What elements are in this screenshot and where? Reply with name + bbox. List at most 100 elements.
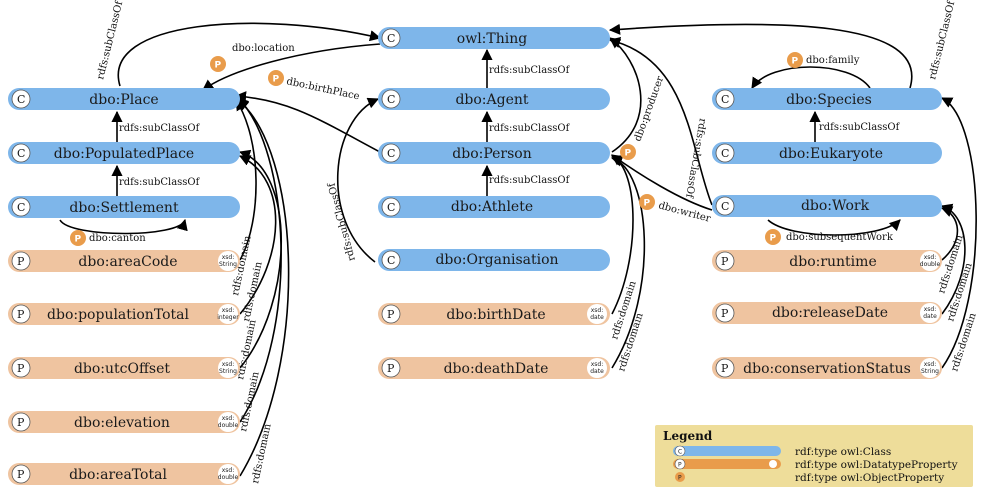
svg-text:dbo:Agent: dbo:Agent — [455, 92, 528, 108]
svg-text:xsd:: xsd: — [222, 467, 235, 474]
class-node-agent[interactable]: C dbo:Agent — [378, 88, 610, 110]
svg-text:P: P — [625, 149, 632, 159]
property-icon — [11, 412, 31, 432]
svg-text:dbo:location: dbo:location — [232, 43, 295, 54]
class-node-eukaryote[interactable]: C dbo:Eukaryote — [712, 142, 942, 164]
svg-text:C: C — [17, 93, 25, 106]
svg-text:P: P — [721, 255, 729, 268]
svg-text:dbo:deathDate: dbo:deathDate — [444, 361, 549, 377]
svg-text:dbo:elevation: dbo:elevation — [74, 415, 170, 431]
class-node-organisation[interactable]: C dbo:Organisation — [378, 249, 610, 271]
property-icon — [11, 251, 31, 271]
svg-text:dbo:Eukaryote: dbo:Eukaryote — [779, 146, 883, 162]
object-property-icon — [787, 52, 803, 68]
class-icon — [674, 445, 686, 457]
datatype-node-conservation-status[interactable]: P dbo:conservationStatus xsd: String — [712, 357, 942, 379]
svg-text:xsd:: xsd: — [591, 307, 604, 314]
edge-domain-populationtotal — [238, 155, 277, 315]
svg-text:date: date — [923, 313, 937, 320]
label-work-subclass: rdfs:subClassOf — [683, 117, 708, 199]
svg-text:P: P — [678, 475, 682, 482]
edge-domain-elevation — [237, 97, 282, 423]
svg-text:dbo:subsequentWork: dbo:subsequentWork — [786, 232, 894, 243]
svg-text:rdf:type owl:Class: rdf:type owl:Class — [795, 446, 891, 458]
class-node-thing[interactable]: C owl:Thing — [378, 27, 610, 49]
svg-text:dbo:Person: dbo:Person — [452, 146, 531, 162]
svg-text:P: P — [387, 308, 395, 321]
svg-text:date: date — [590, 368, 604, 375]
object-property-icon — [639, 194, 655, 210]
svg-text:P: P — [17, 308, 25, 321]
svg-text:xsd:: xsd: — [924, 306, 937, 313]
svg-text:dbo:PopulatedPlace: dbo:PopulatedPlace — [54, 146, 194, 162]
svg-text:dbo:areaCode: dbo:areaCode — [78, 254, 177, 270]
class-icon — [11, 89, 31, 109]
object-property-icon — [675, 472, 685, 482]
svg-text:P: P — [17, 255, 25, 268]
datatype-node-area-total[interactable]: P dbo:areaTotal xsd: double — [8, 463, 240, 485]
svg-text:date: date — [590, 314, 604, 321]
property-icon — [381, 358, 401, 378]
xsd-type-badge — [218, 464, 238, 484]
label-species-subclass: rdfs:subClassOf — [927, 0, 957, 81]
xsd-type-badge — [218, 412, 238, 432]
xsd-type-badge — [218, 358, 238, 378]
svg-text:dbo:Place: dbo:Place — [89, 92, 158, 108]
class-icon — [715, 196, 735, 216]
svg-text:dbo:runtime: dbo:runtime — [789, 254, 876, 270]
class-node-person[interactable]: C dbo:Person — [378, 142, 610, 164]
svg-text:dbo:producer: dbo:producer — [632, 75, 666, 143]
svg-text:rdf:type owl:DatatypeProperty: rdf:type owl:DatatypeProperty — [795, 459, 958, 471]
svg-text:rdf:type owl:ObjectProperty: rdf:type owl:ObjectProperty — [795, 472, 944, 484]
datatype-nodes: P dbo:areaCode xsd: String P dbo:populat… — [8, 250, 942, 485]
edge-canton — [59, 218, 188, 235]
edge-organisation-agent — [336, 97, 380, 263]
edge-domain-conservationstatus — [941, 97, 977, 369]
label-settlement-subclass: rdfs:subClassOf — [119, 177, 201, 188]
class-node-athlete[interactable]: C dbo:Athlete — [378, 196, 610, 218]
svg-text:double: double — [920, 261, 941, 268]
svg-text:C: C — [678, 449, 682, 456]
edge-place-thing — [117, 22, 382, 87]
svg-text:C: C — [721, 93, 729, 106]
legend-item-datatype: P rdf:type owl:DatatypeProperty — [673, 458, 958, 471]
svg-text:double: double — [218, 422, 239, 429]
svg-text:owl:Thing: owl:Thing — [457, 31, 527, 47]
datatype-node-population-total[interactable]: P dbo:populationTotal xsd: integer — [8, 303, 240, 325]
svg-text:P: P — [678, 462, 682, 469]
class-node-place[interactable]: C dbo:Place — [8, 88, 240, 110]
svg-text:C: C — [721, 200, 729, 213]
datatype-node-release-date[interactable]: P dbo:releaseDate xsd: date — [712, 302, 942, 324]
svg-text:dbo:populationTotal: dbo:populationTotal — [47, 307, 189, 323]
datatype-node-area-code[interactable]: P dbo:areaCode xsd: String — [8, 250, 240, 272]
svg-text:String: String — [219, 368, 237, 375]
svg-text:C: C — [387, 147, 395, 160]
svg-text:dbo:birthPlace: dbo:birthPlace — [285, 76, 360, 102]
edge-family — [751, 66, 871, 89]
svg-text:xsd:: xsd: — [924, 361, 937, 368]
svg-text:String: String — [219, 261, 237, 268]
label-person-subclass: rdfs:subClassOf — [489, 123, 571, 134]
label-producer: P dbo:producer — [620, 75, 666, 160]
edge-domain-areacode — [235, 99, 257, 261]
class-node-settlement[interactable]: C dbo:Settlement — [8, 196, 240, 218]
property-icon — [11, 464, 31, 484]
datatype-node-birth-date[interactable]: P dbo:birthDate xsd: date — [378, 303, 610, 325]
class-icon — [11, 197, 31, 217]
label-populatedplace-subclass: rdfs:subClassOf — [119, 123, 201, 134]
legend-item-class: C rdf:type owl:Class — [673, 445, 891, 458]
datatype-node-elevation[interactable]: P dbo:elevation xsd: double — [8, 411, 240, 433]
svg-text:dbo:family: dbo:family — [806, 55, 860, 66]
class-icon — [381, 28, 401, 48]
class-node-populated-place[interactable]: C dbo:PopulatedPlace — [8, 142, 240, 164]
svg-text:P: P — [721, 362, 729, 375]
svg-text:dbo:Work: dbo:Work — [801, 198, 870, 214]
class-node-work[interactable]: C dbo:Work — [712, 195, 942, 217]
datatype-node-runtime[interactable]: P dbo:runtime xsd: double — [712, 250, 942, 272]
datatype-node-utc-offset[interactable]: P dbo:utcOffset xsd: String — [8, 357, 240, 379]
label-subsequentwork: P dbo:subsequentWork — [765, 229, 894, 245]
class-node-species[interactable]: C dbo:Species — [712, 88, 942, 110]
datatype-node-death-date[interactable]: P dbo:deathDate xsd: date — [378, 357, 610, 379]
class-icon — [715, 89, 735, 109]
